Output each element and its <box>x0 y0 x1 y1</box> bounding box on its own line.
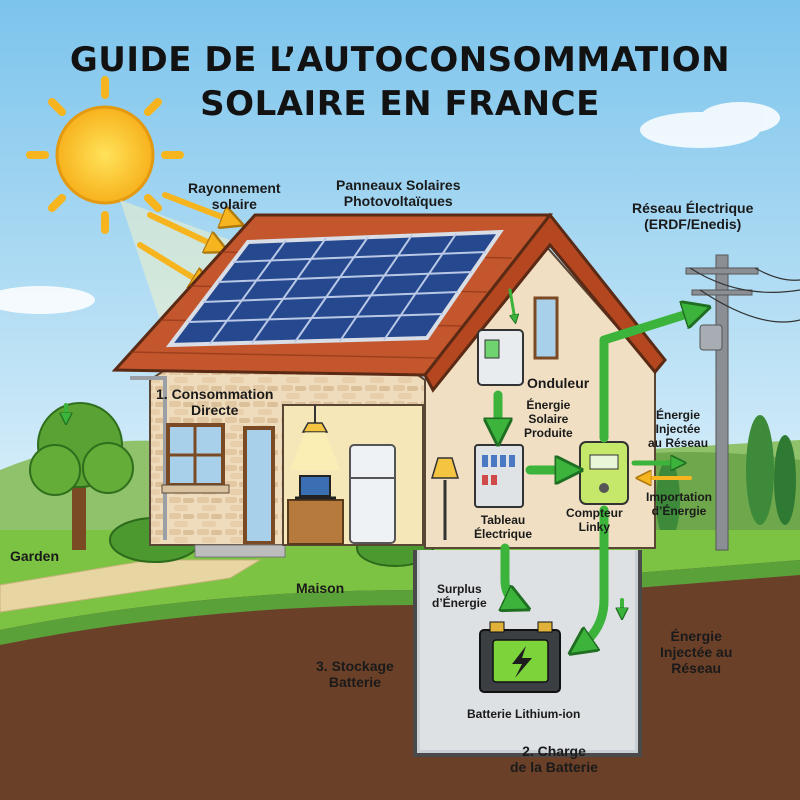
battery-icon <box>480 622 560 692</box>
label-maison: Maison <box>296 580 344 596</box>
label-onduleur: Onduleur <box>527 375 589 391</box>
inverter-icon <box>478 330 523 385</box>
linky-meter-icon <box>580 442 628 504</box>
label-garden: Garden <box>10 548 59 564</box>
title-line-2: SOLAIRE EN FRANCE <box>0 84 800 124</box>
label-reseau: Réseau Électrique(ERDF/Enedis) <box>632 200 753 232</box>
title-line-1: GUIDE DE L’AUTOCONSOMMATION <box>0 40 800 80</box>
label-batterie: Batterie Lithium-ion <box>467 707 580 721</box>
electric-panel-icon <box>475 445 523 507</box>
